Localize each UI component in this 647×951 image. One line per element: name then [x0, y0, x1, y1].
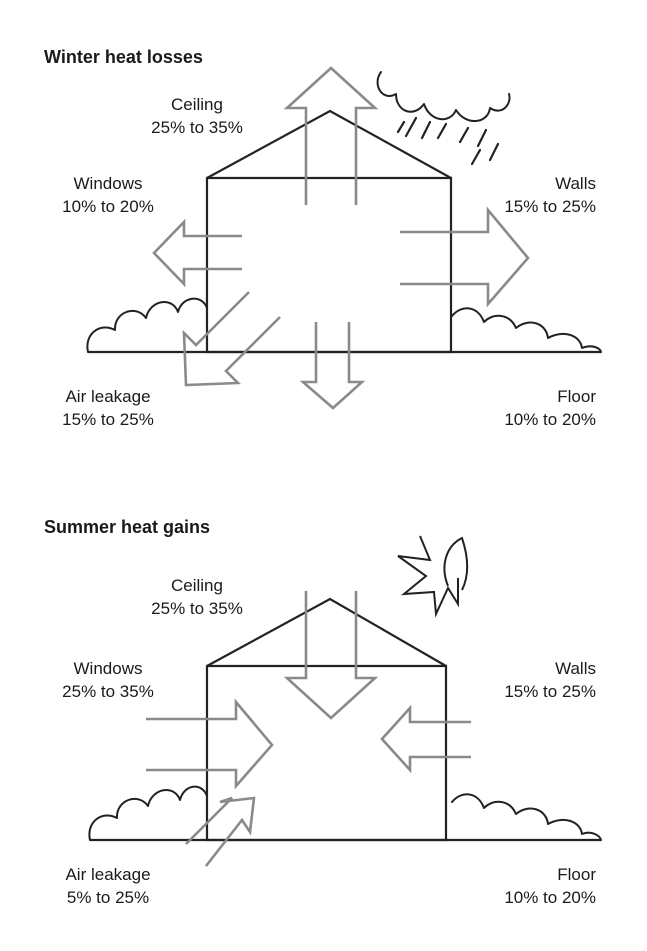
- summer-windows-name: Windows: [73, 659, 143, 678]
- winter-ceiling-name: Ceiling: [171, 95, 223, 114]
- summer-walls-name: Walls: [555, 659, 596, 678]
- left-bush-icon: [86, 297, 208, 353]
- winter-walls-range: 15% to 25%: [504, 197, 596, 216]
- winter-windows-name: Windows: [73, 174, 143, 193]
- windows-arrow: [146, 698, 274, 790]
- summer-floor-label: Floor 10% to 20%: [460, 863, 596, 909]
- winter-ceiling-label: Ceiling 25% to 35%: [122, 93, 272, 139]
- summer-windows-label: Windows 25% to 35%: [40, 657, 176, 703]
- ceiling-arrow: [283, 66, 379, 205]
- sun-icon: [397, 535, 469, 618]
- winter-walls-label: Walls 15% to 25%: [460, 172, 596, 218]
- ceiling-arrow: [283, 591, 379, 720]
- summer-ceiling-range: 25% to 35%: [151, 599, 243, 618]
- winter-floor-range: 10% to 20%: [504, 410, 596, 429]
- winter-air-leakage-range: 15% to 25%: [62, 410, 154, 429]
- summer-ceiling-name: Ceiling: [171, 576, 223, 595]
- air-leakage-arrow: [182, 291, 281, 387]
- house-outline: [205, 597, 448, 842]
- air-leakage-arrow: [185, 796, 256, 867]
- winter-air-leakage-name: Air leakage: [65, 387, 151, 406]
- summer-air-leakage-label: Air leakage 5% to 25%: [40, 863, 176, 909]
- winter-title: Winter heat losses: [44, 47, 203, 67]
- summer-floor-name: Floor: [557, 865, 596, 884]
- summer-floor-range: 10% to 20%: [504, 888, 596, 907]
- floor-arrow: [299, 322, 366, 410]
- winter-floor-name: Floor: [557, 387, 596, 406]
- summer-air-leakage-range: 5% to 25%: [66, 888, 150, 907]
- winter-walls-name: Walls: [555, 174, 596, 193]
- summer-walls-range: 15% to 25%: [504, 682, 596, 701]
- summer-air-leakage-name: Air leakage: [65, 865, 151, 884]
- cloud-rain-icon: [376, 71, 511, 166]
- summer-ceiling-label: Ceiling 25% to 35%: [122, 574, 272, 620]
- summer-walls-label: Walls 15% to 25%: [460, 657, 596, 703]
- summer-house-diagram: [88, 535, 602, 867]
- winter-windows-label: Windows 10% to 20%: [40, 172, 176, 218]
- right-bush-icon: [451, 307, 602, 353]
- winter-heat-losses-panel: Winter heat losses C: [40, 47, 602, 431]
- walls-arrow: [380, 704, 471, 774]
- winter-ceiling-range: 25% to 35%: [151, 118, 243, 137]
- winter-house-diagram: [86, 66, 602, 410]
- left-bush-icon: [88, 785, 208, 841]
- winter-floor-label: Floor 10% to 20%: [460, 385, 596, 431]
- walls-arrow: [400, 206, 530, 308]
- windows-arrow: [152, 218, 242, 288]
- winter-air-leakage-label: Air leakage 15% to 25%: [40, 385, 176, 431]
- winter-windows-range: 10% to 20%: [62, 197, 154, 216]
- summer-heat-gains-panel: Summer heat gains Ceiling 25% to 35% Win…: [0, 476, 647, 951]
- summer-title: Summer heat gains: [44, 517, 211, 537]
- right-bush-icon: [451, 793, 602, 841]
- summer-windows-range: 25% to 35%: [62, 682, 154, 701]
